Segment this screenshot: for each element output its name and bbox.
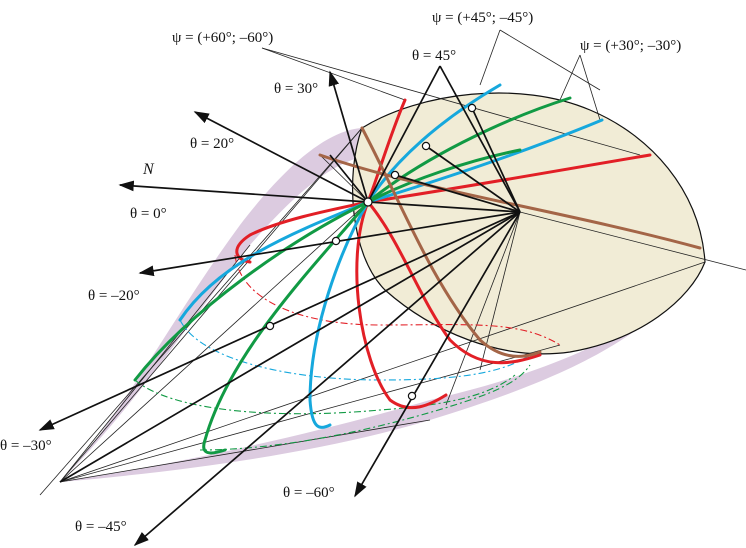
labels: ψ = (+60°; –60°) ψ = (+45°; –45°) ψ = (+… — [0, 10, 681, 535]
label-psi-60: ψ = (+60°; –60°) — [172, 30, 273, 46]
psi-30-curves — [133, 96, 572, 455]
label-theta-0: θ = 0° — [130, 206, 167, 222]
label-theta-30: θ = 30° — [274, 81, 318, 97]
label-theta-m45: θ = –45° — [75, 519, 127, 535]
label-psi-45: ψ = (+45°; –45°) — [432, 10, 533, 26]
intersection-points — [265, 103, 477, 401]
spherical-cap — [351, 92, 706, 355]
label-theta-m60: θ = –60° — [283, 485, 335, 501]
label-n: N — [142, 161, 155, 178]
label-theta-45: θ = 45° — [412, 48, 456, 64]
dashed-projections — [134, 254, 561, 451]
label-theta-m30: θ = –30° — [0, 438, 52, 454]
boundary-curves — [318, 126, 702, 358]
psi-60-curves — [235, 98, 652, 410]
theta-rays — [38, 65, 521, 547]
label-theta-20: θ = 20° — [190, 136, 234, 152]
label-psi-30: ψ = (+30°; –30°) — [580, 38, 681, 54]
label-theta-m20: θ = –20° — [88, 288, 140, 304]
